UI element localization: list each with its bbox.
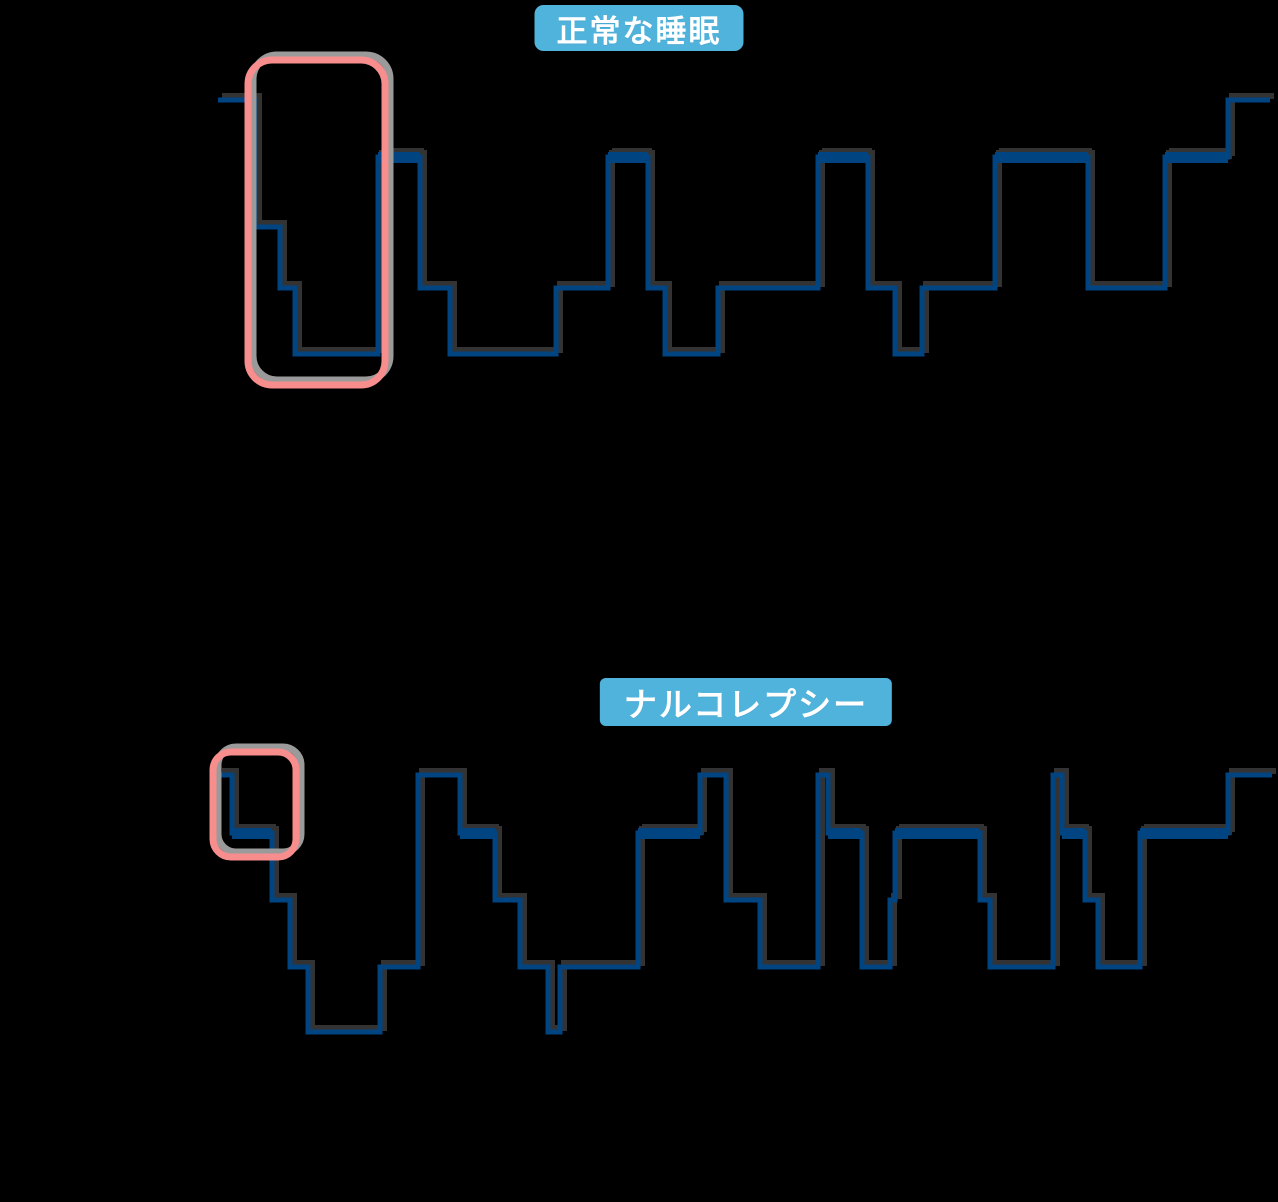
rem-segment-bar bbox=[608, 152, 648, 163]
rem-segment-bar bbox=[1140, 828, 1228, 839]
rem-segment-bar bbox=[460, 828, 495, 839]
panel-narcolepsy: ナルコレプシー bbox=[0, 600, 1278, 1202]
hypnogram-line bbox=[218, 772, 1272, 1035]
rem-bars-shadow bbox=[382, 148, 1232, 159]
panel-title-badge-normal: 正常な睡眠 bbox=[534, 5, 744, 51]
hypnogram-narcolepsy bbox=[209, 743, 1276, 1035]
rem-segment-bar bbox=[895, 828, 980, 839]
rem-segment-bar bbox=[378, 152, 420, 163]
hypnogram-normal-sleep bbox=[218, 51, 1274, 389]
highlight-box-narcolepsy[interactable] bbox=[209, 748, 300, 861]
panel-title-text-normal: 正常な睡眠 bbox=[556, 13, 722, 49]
rem-segment-bar bbox=[828, 828, 862, 839]
panel-title-text-narcolepsy: ナルコレプシー bbox=[623, 686, 869, 723]
rem-segment-bar bbox=[818, 152, 868, 163]
hypnogram-line bbox=[218, 97, 1270, 357]
highlight-box-normal[interactable] bbox=[244, 56, 389, 389]
panel-title-badge-narcolepsy: ナルコレプシー bbox=[599, 678, 893, 726]
rem-segment-bar bbox=[1062, 828, 1085, 839]
highlight-layer-normal bbox=[244, 51, 394, 389]
highlight-box-shadow bbox=[249, 51, 394, 384]
panel-normal-sleep: 正常な睡眠 bbox=[0, 0, 1278, 600]
rem-bars bbox=[378, 152, 1228, 163]
highlight-layer-narcolepsy bbox=[209, 743, 305, 861]
rem-segment-bar bbox=[995, 152, 1088, 163]
hypnogram-narcolepsy-line-layer bbox=[218, 772, 1272, 1035]
hypnogram-normal-line-layer bbox=[218, 97, 1270, 357]
rem-segment-bar bbox=[1165, 152, 1228, 163]
rem-segment-bar bbox=[232, 828, 272, 839]
hypnogram-line-shadow bbox=[222, 768, 1276, 1031]
rem-bars bbox=[232, 828, 1228, 839]
highlight-box-shadow bbox=[214, 743, 305, 856]
rem-segment-bar bbox=[638, 828, 700, 839]
